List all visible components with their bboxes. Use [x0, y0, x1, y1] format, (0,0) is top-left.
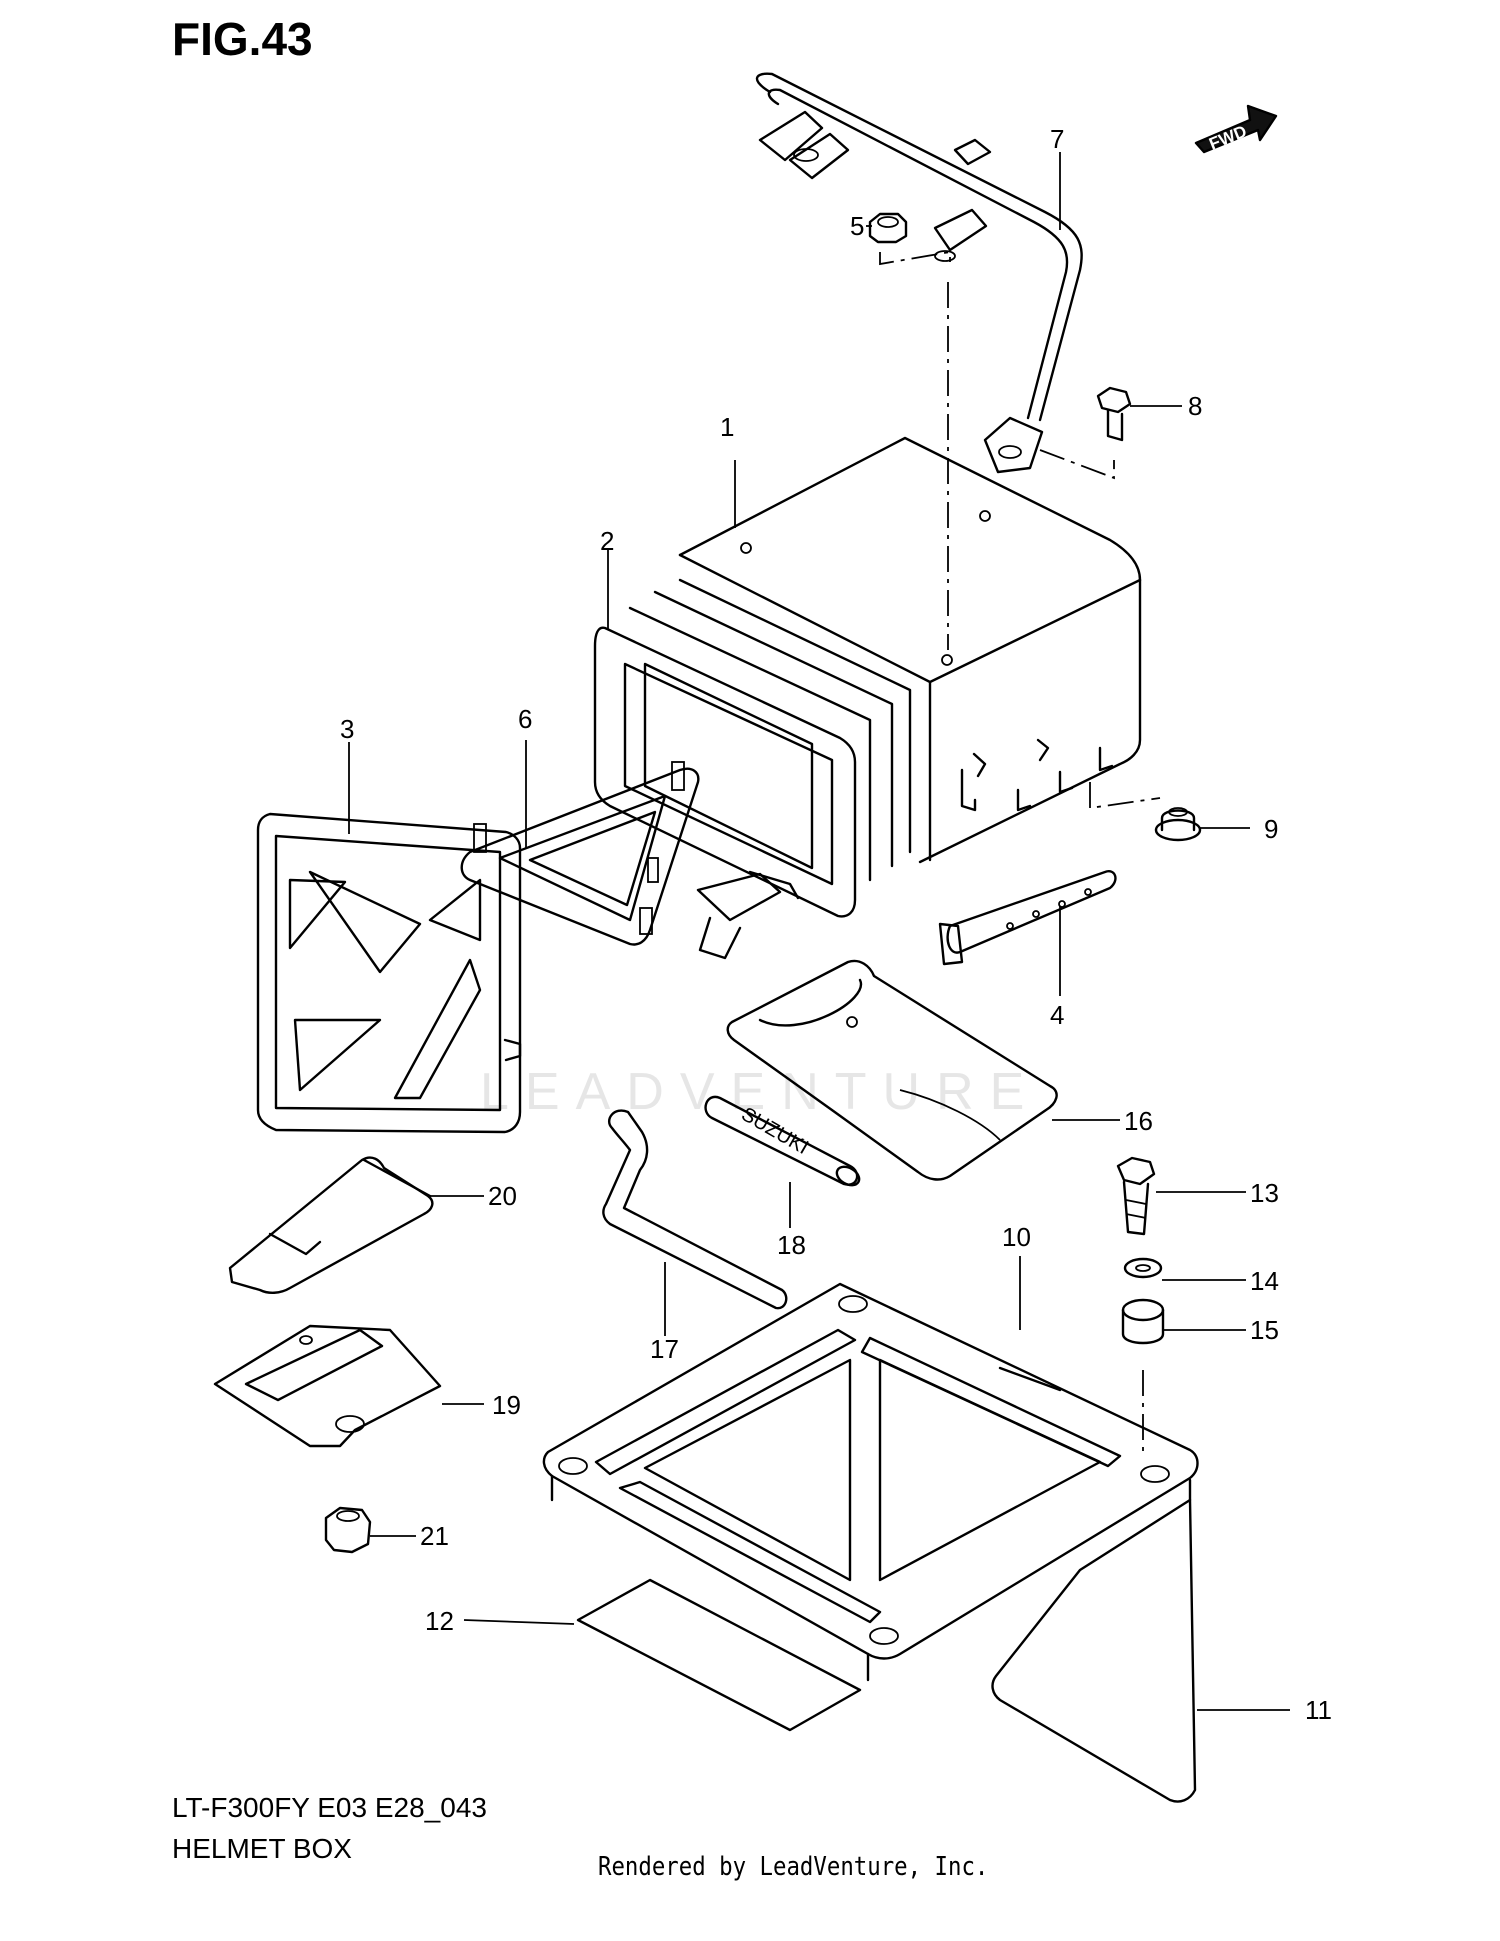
- part-5-nut: [868, 212, 908, 244]
- part-1-helmet-box: [678, 436, 1142, 864]
- part-7-rack: [755, 72, 1083, 474]
- callout-10: 10: [1002, 1222, 1031, 1252]
- leadventure-watermark: LEADVENTURE: [480, 1063, 1041, 1121]
- part-8-bolt: [1096, 386, 1132, 442]
- part-11-side-plate: [991, 1478, 1197, 1803]
- fwd-arrow-icon: FWD: [1194, 104, 1278, 154]
- part-14-washer: [1123, 1257, 1163, 1279]
- part-20-buckle: [228, 1156, 434, 1294]
- callout-6: 6: [518, 704, 533, 734]
- part-18-tube: SUZUKI: [704, 1095, 861, 1187]
- part-4-strap: [938, 870, 1117, 966]
- part-6-hinge-plate: [460, 761, 700, 946]
- part-10-base-plate: [542, 1282, 1199, 1682]
- part-15-cushion: [1121, 1298, 1165, 1345]
- part-13-bolt: [1116, 1156, 1156, 1236]
- rendered-by-credit: Rendered by LeadVenture, Inc.: [598, 1852, 989, 1882]
- model-code: LT-F300FY E03 E28_043: [172, 1792, 487, 1823]
- callout-3: 3: [340, 714, 355, 744]
- part-12-pad: [576, 1578, 862, 1732]
- callout-17: 17: [650, 1334, 679, 1364]
- callout-2: 2: [600, 526, 615, 556]
- callout-11: 11: [1305, 1695, 1332, 1725]
- callout-5: 5: [850, 211, 865, 241]
- callout-21: 21: [420, 1521, 449, 1551]
- callout-18: 18: [777, 1230, 806, 1260]
- figure-title: FIG.43: [172, 13, 313, 65]
- part-19-bracket: [213, 1324, 442, 1448]
- callout-16: 16: [1124, 1106, 1153, 1136]
- callout-1: 1: [720, 412, 735, 442]
- part-9-grommet: [1154, 807, 1202, 842]
- callout-13: 13: [1250, 1178, 1279, 1208]
- part-21-nut: [324, 1506, 372, 1554]
- callout-14: 14: [1250, 1266, 1279, 1296]
- callout-20: 20: [488, 1181, 517, 1211]
- part-16-tool-bag: [726, 959, 1058, 1181]
- part-2-seal: [593, 578, 912, 918]
- section-name: HELMET BOX: [172, 1833, 352, 1864]
- leader-lines: [348, 152, 1290, 1711]
- callout-9: 9: [1264, 814, 1279, 844]
- part-3-lid: [256, 812, 522, 1134]
- callout-15: 15: [1250, 1315, 1279, 1345]
- callout-8: 8: [1188, 391, 1203, 421]
- part-17-spanner: [602, 1109, 788, 1310]
- callout-7: 7: [1050, 124, 1065, 154]
- callout-12: 12: [425, 1606, 454, 1636]
- callout-4: 4: [1050, 1000, 1065, 1030]
- callout-19: 19: [492, 1390, 521, 1420]
- svg-text:FWD: FWD: [1206, 122, 1249, 154]
- box-latch: [696, 870, 800, 960]
